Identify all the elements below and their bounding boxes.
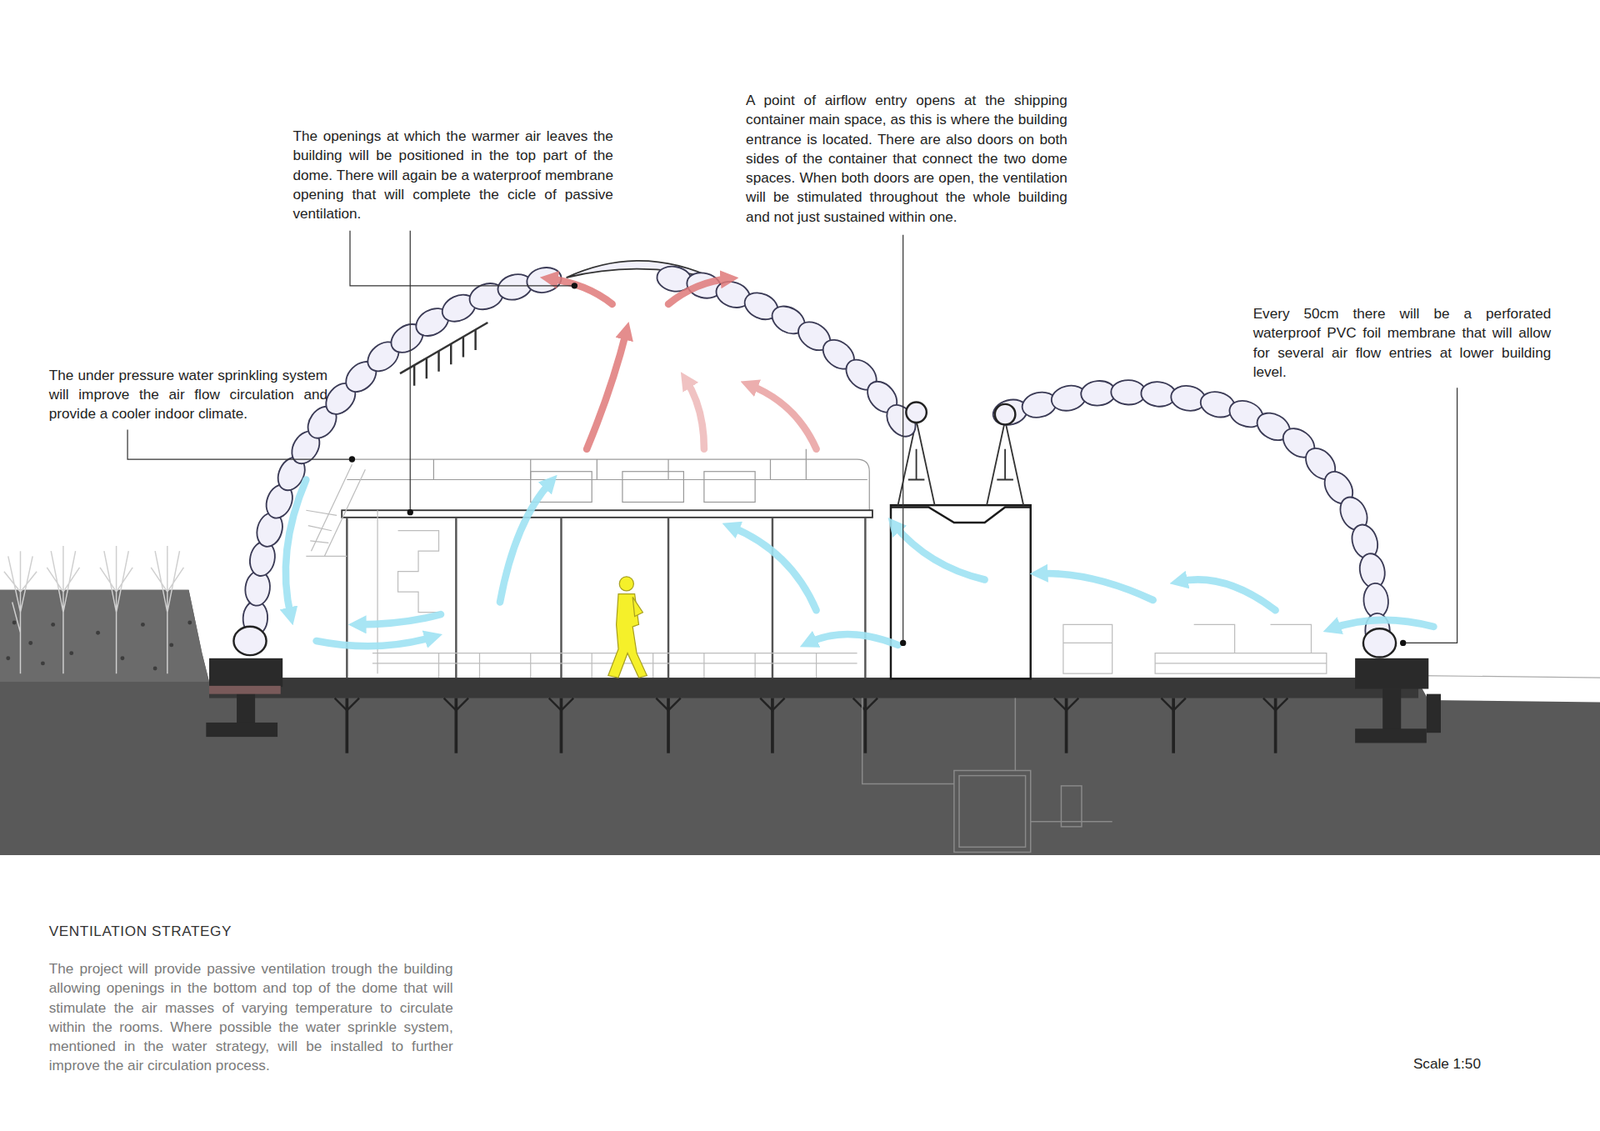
mezzanine-floor [341, 510, 873, 518]
person-figure [608, 576, 648, 678]
stairs-and-furniture [305, 464, 1326, 678]
annotation-note: Every 50cm there will be a perforated wa… [1253, 304, 1552, 382]
pile-braces [335, 698, 1289, 711]
water-tank [862, 698, 1113, 853]
piles [346, 698, 1275, 754]
foundation-right [1355, 658, 1441, 744]
mezzanine [346, 449, 870, 510]
annotation-note: The under pressure water sprinkling syst… [49, 365, 328, 424]
leader-dots [349, 282, 1407, 646]
shipping-container [890, 505, 1031, 679]
cool-air-arrows [285, 480, 1435, 647]
annotation-note: A point of airflow entry opens at the sh… [745, 90, 1068, 227]
scale-note: Scale 1:50 [1413, 1054, 1505, 1074]
leader-lines [127, 230, 1458, 644]
columns [346, 517, 865, 678]
floor-deck [209, 677, 1419, 698]
container-gutter [890, 507, 1031, 523]
ground [0, 590, 1600, 855]
section-title: VENTILATION STRATEGY [49, 921, 458, 941]
warm-air-arrows [549, 278, 817, 449]
reed-plants [4, 545, 185, 674]
foundation-left [205, 658, 283, 737]
dome-cushions [242, 263, 1391, 649]
annotation-note: The openings at which the warmer air lea… [292, 126, 613, 224]
dome-brackets [898, 420, 1025, 505]
caption-paragraph: The project will provide passive ventila… [49, 959, 454, 1076]
mound [0, 590, 210, 682]
soil-dots [5, 620, 192, 670]
horizon-line [1418, 675, 1600, 678]
